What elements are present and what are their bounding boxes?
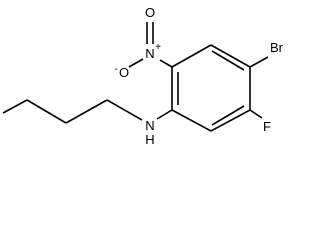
chain-bond: [2, 99, 28, 114]
nitro-oxygen-double-label: O: [145, 5, 155, 20]
chain-bond: [106, 99, 143, 121]
benzene-ring: [171, 44, 251, 132]
bond-c-n-nitro: [159, 59, 173, 68]
bromine-label: Br: [270, 40, 284, 55]
ring-bond: [171, 44, 212, 68]
ring-bond: [171, 109, 212, 132]
bond-n-o-single: [128, 58, 144, 68]
nitro-negative-charge: -: [114, 64, 117, 75]
ring-double-bond: [211, 50, 245, 71]
ring-double-bond: [211, 105, 245, 126]
nitro-oxygen-single-label: O: [119, 65, 129, 80]
ring-bond: [210, 109, 251, 132]
bond-c-n-amine: [156, 109, 173, 120]
ring-bond: [210, 44, 251, 68]
fluorine-label: F: [263, 119, 271, 134]
bond-c-br: [249, 56, 269, 68]
bond-c-f: [249, 109, 263, 119]
butyl-chain: [2, 99, 143, 124]
chain-bond: [26, 99, 67, 124]
nitro-positive-charge: +: [155, 42, 161, 53]
amine-hydrogen-label: H: [145, 132, 154, 147]
chain-bond: [65, 99, 108, 124]
amine-nitrogen-label: N: [145, 118, 154, 133]
nitro-nitrogen-label: N: [145, 46, 154, 61]
chemical-structure: Br F N + O O - N H: [2, 5, 284, 147]
